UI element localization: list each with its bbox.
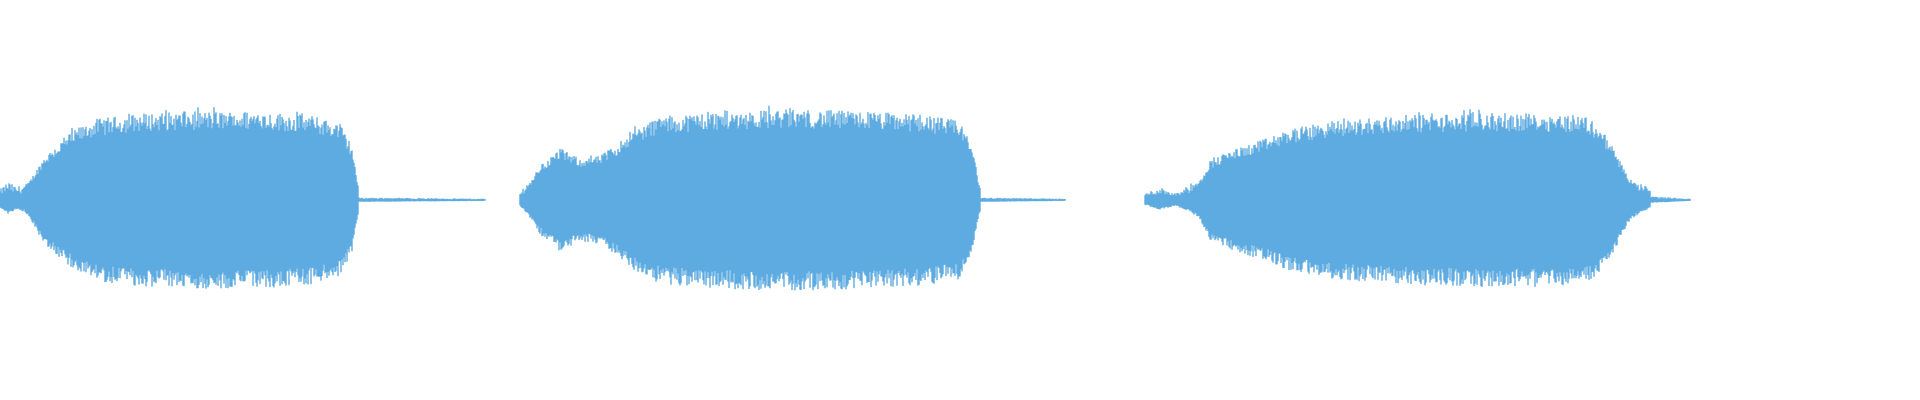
waveform-bars-3 bbox=[1144, 109, 1691, 287]
waveform-segment-3 bbox=[1144, 109, 1691, 287]
waveform-bars bbox=[0, 105, 1691, 291]
waveform-bars-2 bbox=[519, 105, 1066, 291]
waveform-segment-1 bbox=[0, 107, 486, 289]
waveform-bars-1 bbox=[0, 107, 486, 289]
waveform-segment-2 bbox=[519, 105, 1066, 291]
